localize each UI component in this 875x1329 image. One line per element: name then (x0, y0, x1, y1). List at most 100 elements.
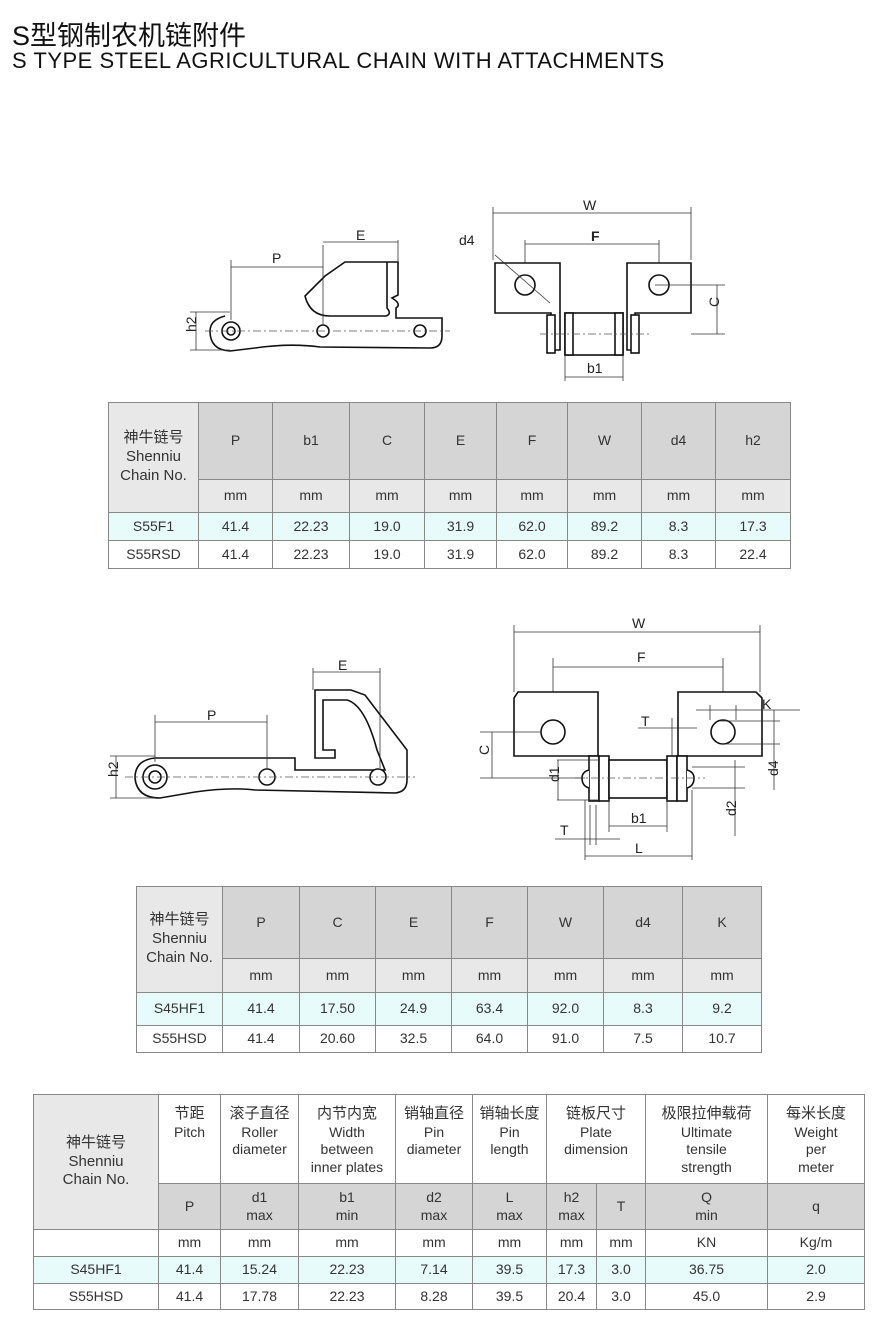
col-header: W (527, 886, 604, 959)
cell: 36.75 (645, 1256, 769, 1284)
cell: 22.23 (272, 512, 350, 541)
cell: 19.0 (349, 512, 425, 541)
cell: 63.4 (451, 992, 528, 1026)
unit: mm (158, 1229, 221, 1257)
label-h2: h2 (105, 761, 121, 777)
label-c: C (706, 297, 722, 307)
unit: mm (603, 958, 683, 993)
col-header: C (299, 886, 376, 959)
label-f: F (591, 228, 600, 244)
cell: 32.5 (375, 1025, 452, 1053)
cell: 20.4 (546, 1283, 597, 1310)
col-header: h2 (715, 402, 791, 480)
label-t-top: T (641, 713, 650, 729)
cell: S55HSD (33, 1283, 159, 1310)
label-t-bottom: T (560, 822, 569, 838)
label-e: E (356, 227, 365, 243)
unit: mm (220, 1229, 299, 1257)
cell: 41.4 (158, 1256, 221, 1284)
cell: 41.4 (198, 512, 273, 541)
cell: S55F1 (108, 512, 199, 541)
unit: Kg/m (767, 1229, 866, 1257)
label-w: W (632, 615, 646, 631)
col-header: P (198, 402, 273, 480)
label-h2: h2 (183, 316, 199, 332)
unit: mm (527, 958, 604, 993)
cell: 9.2 (682, 992, 762, 1026)
col-header: d4 (603, 886, 683, 959)
col-header: E (424, 402, 497, 480)
unit: mm (641, 479, 716, 513)
drawing1-front-view: W F d4 C b1 (459, 197, 725, 381)
cell: S55RSD (108, 540, 199, 569)
cell: 17.3 (546, 1256, 597, 1284)
label-c: C (476, 745, 492, 755)
cell: 22.4 (715, 540, 791, 569)
cell: 7.14 (395, 1256, 473, 1284)
unit: mm (222, 958, 300, 993)
title-chinese: S型钢制农机链附件 (12, 21, 247, 51)
cell: 17.78 (220, 1283, 299, 1310)
col-header: P (222, 886, 300, 959)
cell: 17.50 (299, 992, 376, 1026)
symbol: T (595, 1183, 647, 1230)
cell: 41.4 (222, 1025, 300, 1053)
cell: 17.3 (715, 512, 791, 541)
cell: 31.9 (424, 512, 497, 541)
cell: 41.4 (198, 540, 273, 569)
col-header: F (451, 886, 528, 959)
drawing2-front-view: W F T K C d1 d4 b1 d2 T L (476, 615, 800, 860)
cell: 45.0 (645, 1283, 769, 1310)
cell: 22.23 (298, 1283, 396, 1310)
cell: 31.9 (424, 540, 497, 569)
cell: 89.2 (567, 540, 642, 569)
unit: mm (272, 479, 350, 513)
cell: 24.9 (375, 992, 452, 1026)
drawing1-side-view: P E h2 (183, 227, 450, 352)
cell: 10.7 (682, 1025, 762, 1053)
cell: 15.24 (220, 1256, 299, 1284)
label-d1: d1 (546, 766, 562, 782)
drawing2-side-view: P E h2 (105, 657, 415, 799)
cell: 8.3 (641, 512, 716, 541)
label-p: P (207, 707, 216, 723)
col-header: F (496, 402, 568, 480)
cell: 3.0 (595, 1256, 647, 1284)
cell: 41.4 (222, 992, 300, 1026)
cell: 7.5 (603, 1025, 683, 1053)
cell: 62.0 (496, 540, 568, 569)
cell: 8.28 (395, 1283, 473, 1310)
unit: mm (451, 958, 528, 993)
cell: 19.0 (349, 540, 425, 569)
unit: mm (349, 479, 425, 513)
label-l: L (635, 840, 643, 856)
col-header: C (349, 402, 425, 480)
unit: KN (645, 1229, 769, 1257)
cell: S55HSD (136, 1025, 223, 1053)
title-english: S TYPE STEEL AGRICULTURAL CHAIN WITH ATT… (12, 48, 665, 73)
col-header: K (682, 886, 762, 959)
unit: mm (472, 1229, 547, 1257)
cell: 8.3 (603, 992, 683, 1026)
cell: S45HF1 (33, 1256, 159, 1284)
label-p: P (272, 250, 281, 266)
unit: mm (546, 1229, 597, 1257)
unit: mm (395, 1229, 473, 1257)
symbol: P (158, 1183, 221, 1230)
unit: mm (299, 958, 376, 993)
cell: 8.3 (641, 540, 716, 569)
